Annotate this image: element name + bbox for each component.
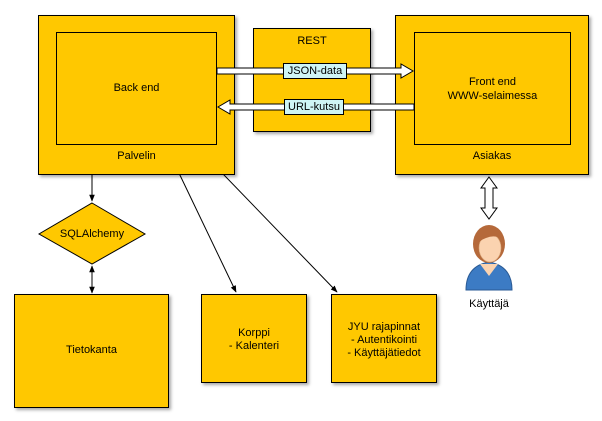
jyu-title: JYU rajapinnat [347,321,421,333]
sqlalchemy-label: SQLAlchemy [59,228,125,240]
rest-label: REST [297,35,327,47]
tietokanta-label: Tietokanta [66,344,117,356]
korppi-title: Korppi [238,327,270,339]
frontend-sublabel: WWW-selaimessa [447,90,538,102]
asiakas-label: Asiakas [472,150,512,162]
backend-label: Back end [113,82,160,94]
palvelin-node [38,15,235,175]
jyu-item-autentikointi: - Autentikointi [350,334,418,346]
url-kutsu-label: URL-kutsu [284,99,344,115]
korppi-node [201,294,307,383]
jyu-item-kayttajatiedot: - Käyttäjätiedot [347,347,421,359]
korppi-item-kalenteri: - Kalenteri [228,340,280,352]
tietokanta-node [14,294,169,408]
frontend-inner-box [414,32,571,145]
frontend-label: Front end [468,76,517,88]
backend-inner-box [56,32,217,145]
palvelin-label: Palvelin [117,150,156,162]
edge-asiakas-user [480,176,498,220]
jyu-label: JYU rajapinnat - Autentikointi - Käyttäj… [331,321,437,360]
user-label: Käyttäjä [469,298,509,310]
jyu-node [331,294,437,383]
json-data-label: JSON-data [283,63,347,79]
asiakas-node [395,15,589,175]
korppi-label: Korppi - Kalenteri [201,327,307,353]
